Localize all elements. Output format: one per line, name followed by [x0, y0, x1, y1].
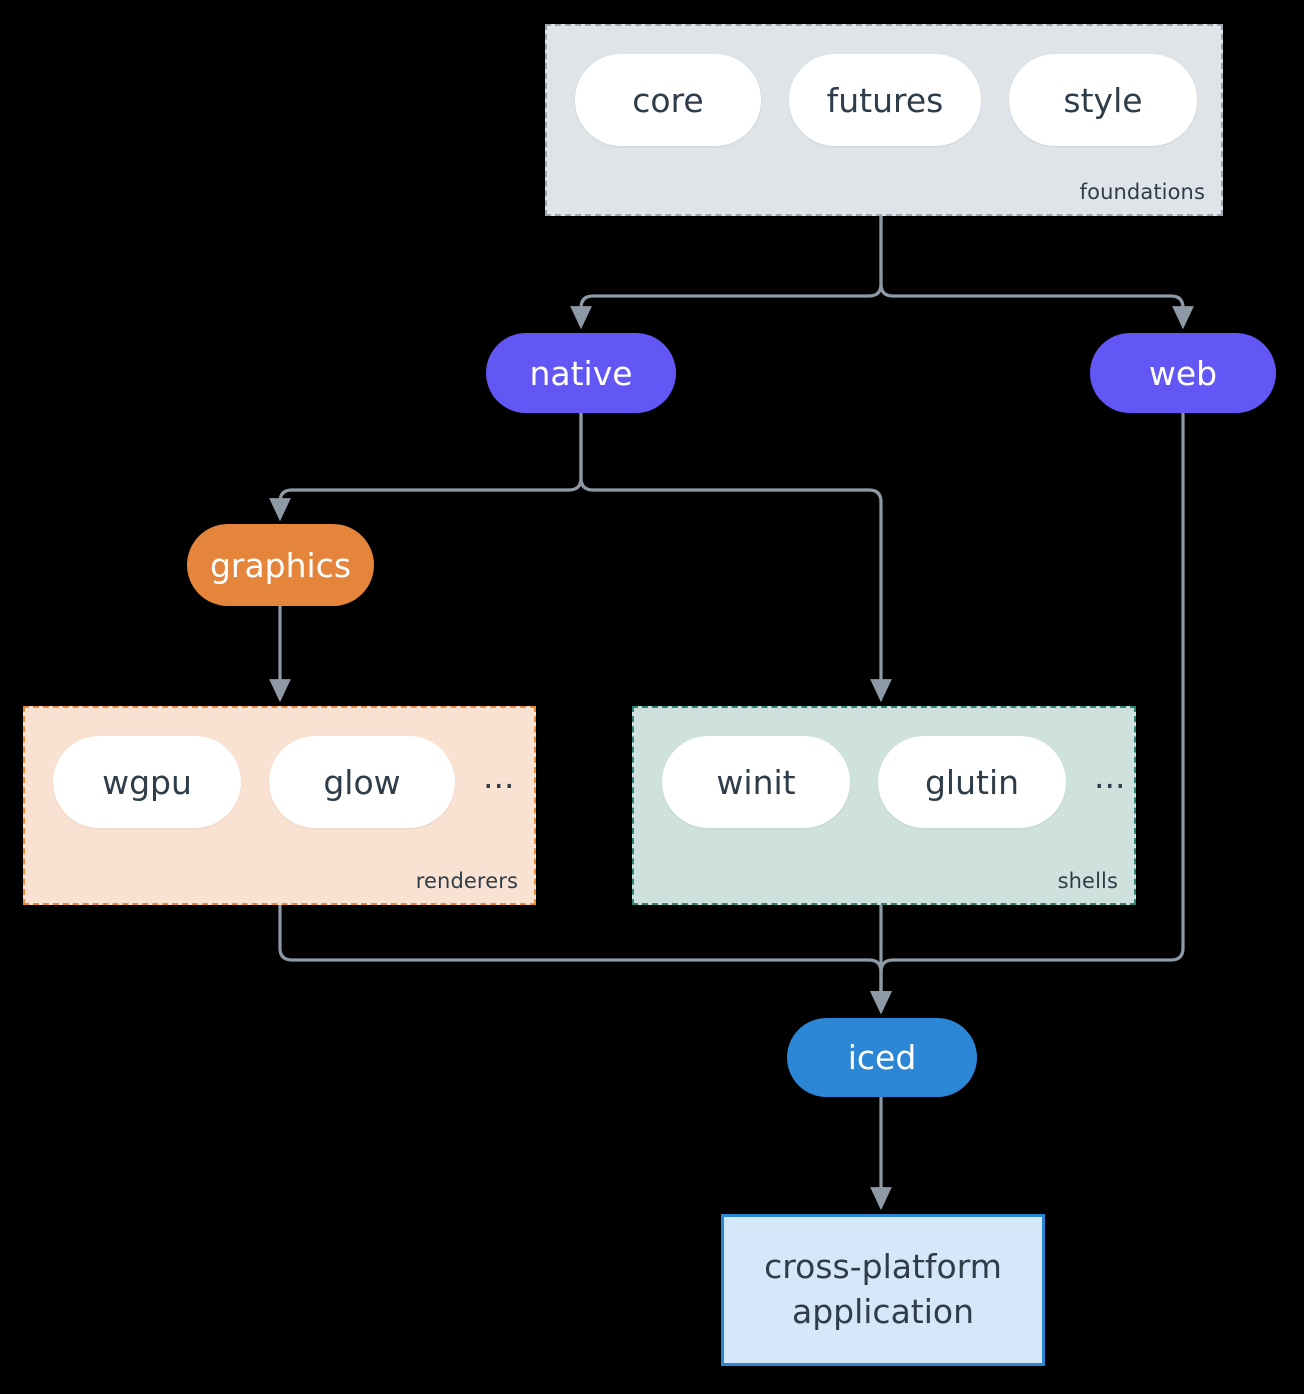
group-label-foundations: foundations	[1079, 180, 1205, 204]
renderers-more-ellipsis: ...	[483, 757, 515, 797]
foundations-pill-row: core futures style	[575, 54, 1197, 146]
node-graphics[interactable]: graphics	[187, 524, 374, 606]
pill-core[interactable]: core	[575, 54, 761, 146]
pill-glow[interactable]: glow	[269, 736, 455, 828]
node-iced[interactable]: iced	[787, 1018, 977, 1097]
node-native[interactable]: native	[486, 333, 676, 413]
node-cross-platform-application[interactable]: cross-platform application	[721, 1214, 1045, 1366]
group-label-renderers: renderers	[415, 869, 518, 893]
pill-winit[interactable]: winit	[662, 736, 850, 828]
edge-native-graphics	[269, 413, 583, 522]
group-label-shells: shells	[1057, 869, 1118, 893]
edge-native-shells	[579, 413, 892, 703]
renderers-pill-row: wgpu glow ...	[53, 736, 514, 828]
group-renderers: wgpu glow ... renderers	[23, 706, 536, 905]
shells-pill-row: winit glutin ...	[662, 736, 1125, 828]
group-foundations: core futures style foundations	[545, 24, 1223, 216]
edge-renderers-iced	[278, 905, 892, 1015]
pill-glutin[interactable]: glutin	[878, 736, 1066, 828]
pill-futures[interactable]: futures	[789, 54, 981, 146]
group-shells: winit glutin ... shells	[632, 706, 1136, 905]
shells-more-ellipsis: ...	[1094, 757, 1126, 797]
edge-foundations-web	[879, 216, 1194, 330]
pill-style[interactable]: style	[1009, 54, 1197, 146]
pill-wgpu[interactable]: wgpu	[53, 736, 241, 828]
edge-foundations-native	[570, 216, 883, 330]
application-line-2: application	[791, 1292, 975, 1331]
application-line-1: cross-platform	[764, 1247, 1002, 1287]
node-web[interactable]: web	[1090, 333, 1276, 413]
